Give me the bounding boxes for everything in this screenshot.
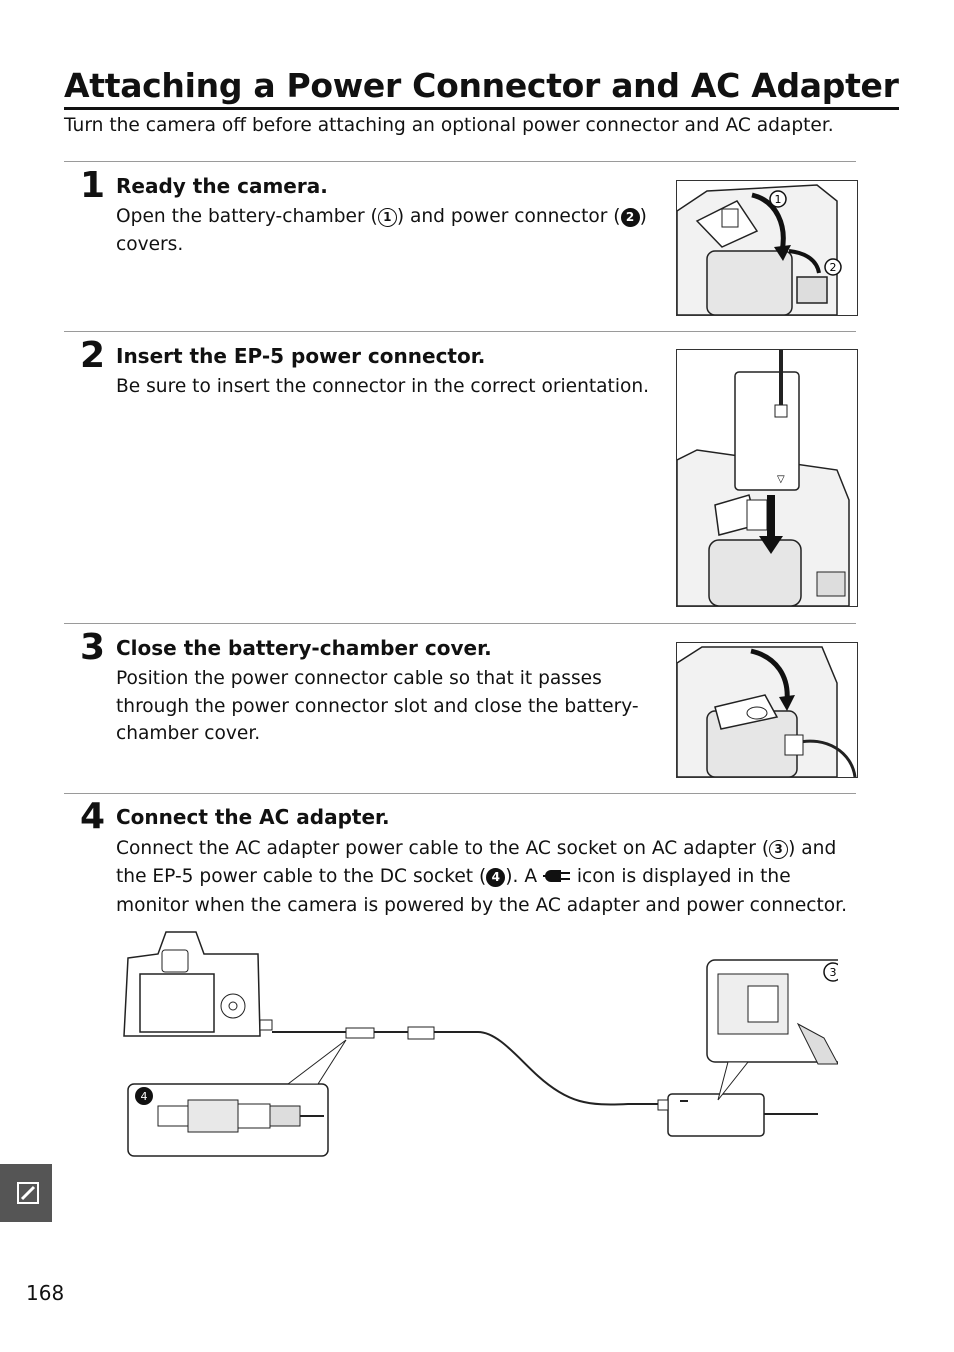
illustration-close-cover (676, 642, 858, 778)
section-tab (0, 1164, 52, 1222)
divider (64, 793, 856, 794)
step-title: Connect the AC adapter. (116, 805, 390, 829)
illustration-connection-diagram: 3 4 (118, 928, 850, 1168)
step-number: 4 (80, 796, 106, 837)
ac-power-icon (542, 865, 571, 893)
step-title: Close the battery-chamber cover. (116, 636, 492, 660)
step-body: Open the battery-chamber (1) and power c… (116, 206, 647, 255)
step-number: 2 (80, 335, 106, 376)
divider (64, 161, 856, 162)
svg-text:1: 1 (775, 193, 782, 206)
page-number: 168 (26, 1281, 65, 1305)
intro-text: Turn the camera off before attaching an … (64, 115, 834, 136)
callout-2: 2 (620, 208, 640, 227)
step-body: Position the power connector cable so th… (116, 668, 639, 744)
svg-text:3: 3 (830, 966, 837, 979)
step-body: Be sure to insert the connector in the c… (116, 376, 650, 397)
step-title: Insert the EP-5 power connector. (116, 344, 486, 368)
callout-3: 3 (769, 840, 789, 859)
step-title: Ready the camera. (116, 174, 328, 198)
step-number: 3 (80, 627, 106, 668)
callout-1: 1 (377, 208, 397, 227)
svg-text:▽: ▽ (777, 474, 785, 485)
divider (64, 331, 856, 332)
wrench-note-icon (16, 1181, 40, 1209)
divider (64, 623, 856, 624)
svg-text:2: 2 (830, 261, 837, 274)
step-body: Connect the AC adapter power cable to th… (116, 838, 848, 916)
page-title: Attaching a Power Connector and AC Adapt… (64, 66, 899, 110)
step-number: 1 (80, 165, 106, 206)
svg-text:4: 4 (141, 1090, 148, 1103)
illustration-open-covers: 1 2 (676, 180, 858, 316)
callout-4: 4 (486, 867, 506, 887)
illustration-insert-connector: ▽ (676, 349, 858, 607)
